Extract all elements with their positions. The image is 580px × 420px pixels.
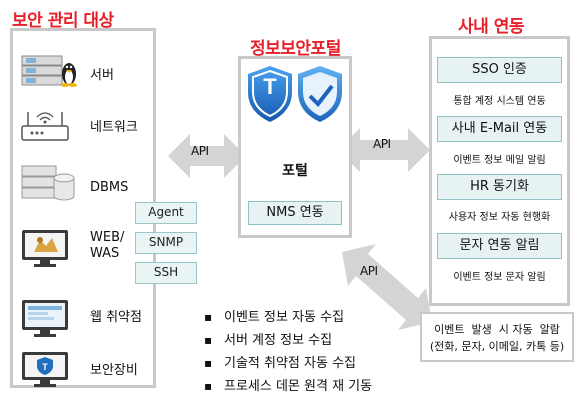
asset-label-web-vulnerability: 웹 취약점 xyxy=(90,310,142,325)
feature-item: 이벤트 정보 자동 수집 xyxy=(204,306,372,329)
integration-sso-desc: 통합 계정 시스템 연동 xyxy=(453,96,546,107)
feature-item: 서버 계정 정보 수집 xyxy=(204,329,372,352)
api-arrow-right xyxy=(338,128,430,172)
router-icon xyxy=(21,112,69,141)
security-device-monitor-icon: T xyxy=(22,352,68,387)
asset-label-dbms: DBMS xyxy=(90,180,129,195)
center-section-title: 정보보안포털 xyxy=(250,39,341,59)
portal-shield-logo-icon xyxy=(248,66,342,122)
database-server-icon xyxy=(21,165,75,201)
protocol-badge-snmp: SNMP xyxy=(135,232,197,254)
web-was-monitor-icon xyxy=(22,230,68,267)
asset-label-server: 서버 xyxy=(90,68,114,83)
alert-box xyxy=(420,312,574,362)
feature-item: 기술적 취약점 자동 수집 xyxy=(204,352,372,375)
portal-name: 포털 xyxy=(282,163,308,179)
nms-integration-box: NMS 연동 xyxy=(248,201,342,225)
integration-sms-desc: 이벤트 정보 문자 알림 xyxy=(453,272,546,283)
web-vulnerability-monitor-icon xyxy=(22,300,68,337)
protocol-badge-agent: Agent xyxy=(135,202,197,224)
asset-label-web-was: WEB/ WAS xyxy=(90,230,124,262)
api-label-diagonal: API xyxy=(360,264,378,278)
portal-logo-letter: T xyxy=(263,74,277,99)
asset-label-security-device: 보안장비 xyxy=(90,363,138,378)
integration-sso-box: SSO 인증 xyxy=(437,57,562,83)
asset-label-web-was-text: WEB/ WAS xyxy=(90,230,125,261)
right-section-title: 사내 연동 xyxy=(458,17,524,37)
api-arrow-left xyxy=(168,134,246,178)
integration-sms-box: 문자 연동 알림 xyxy=(437,233,562,259)
feature-item: 프로세스 데몬 원격 재 기동 xyxy=(204,375,372,398)
svg-text:T: T xyxy=(42,362,48,372)
protocol-badge-ssh: SSH xyxy=(135,262,197,284)
integration-hr-box: HR 동기화 xyxy=(437,174,562,200)
api-label-right: API xyxy=(373,137,391,151)
api-label-left: API xyxy=(191,144,209,158)
alert-line-1: 이벤트 발생 시 자동 알람 xyxy=(434,323,560,336)
integration-email-desc: 이벤트 정보 메일 알림 xyxy=(453,155,546,166)
api-arrow-diagonal xyxy=(342,244,432,330)
integration-hr-desc: 사용자 정보 자동 현행화 xyxy=(448,212,551,223)
feature-list: 이벤트 정보 자동 수집 서버 계정 정보 수집 기술적 취약점 자동 수집 프… xyxy=(204,306,372,398)
server-linux-icon xyxy=(21,55,77,87)
alert-line-2: (전화, 문자, 이메일, 카톡 등) xyxy=(429,340,565,353)
asset-label-network: 네트워크 xyxy=(90,120,138,135)
left-section-title: 보안 관리 대상 xyxy=(12,11,114,31)
integration-email-box: 사내 E-Mail 연동 xyxy=(437,116,562,142)
